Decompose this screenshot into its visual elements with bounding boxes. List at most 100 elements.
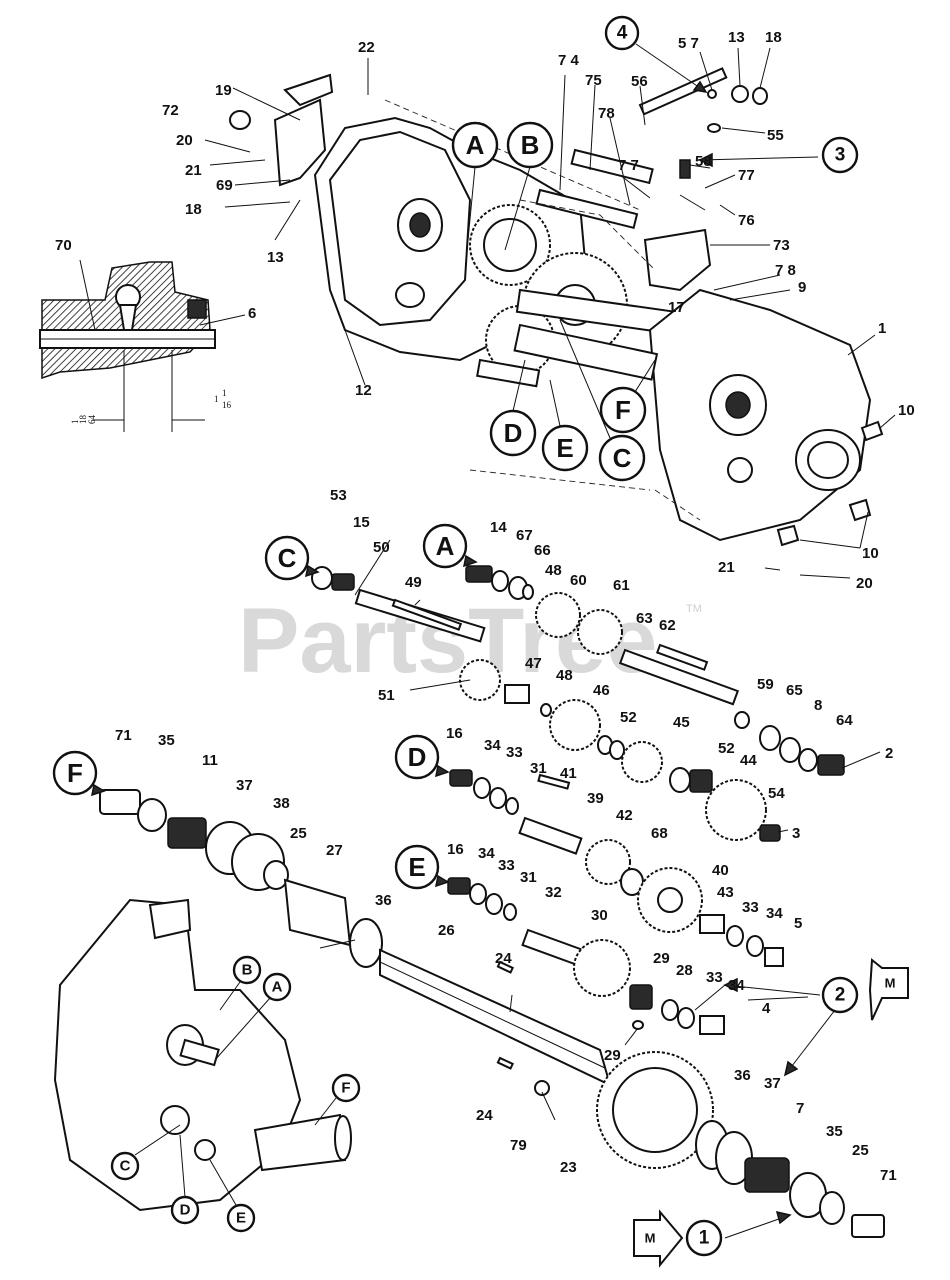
callout-B-top[interactable]: B <box>504 121 554 251</box>
part-label-p72[interactable]: 72 <box>162 102 179 119</box>
part-label-p28[interactable]: 28 <box>676 962 693 979</box>
part-label-p75[interactable]: 75 <box>585 72 602 89</box>
part-label-p35b[interactable]: 35 <box>826 1123 843 1140</box>
callout-4[interactable]: 4 <box>604 15 640 51</box>
part-label-p76[interactable]: 76 <box>738 212 755 229</box>
part-label-p33b[interactable]: 33 <box>742 899 759 916</box>
callout-E-row[interactable]: E <box>394 844 450 890</box>
part-label-p26[interactable]: 26 <box>438 922 455 939</box>
part-label-p56[interactable]: 56 <box>631 73 648 90</box>
part-label-p39[interactable]: 39 <box>587 790 604 807</box>
part-label-p65[interactable]: 65 <box>786 682 803 699</box>
part-label-p59[interactable]: 59 <box>757 676 774 693</box>
part-label-p52b[interactable]: 52 <box>718 740 735 757</box>
part-label-p64[interactable]: 64 <box>836 712 853 729</box>
callout-1[interactable]: 1 <box>685 1219 723 1257</box>
part-label-p7[interactable]: 7 <box>796 1100 804 1117</box>
part-label-p15[interactable]: 15 <box>353 514 370 531</box>
part-label-p25b[interactable]: 25 <box>852 1142 869 1159</box>
part-label-p55[interactable]: 55 <box>767 127 784 144</box>
part-label-p24b[interactable]: 24 <box>476 1107 493 1124</box>
part-label-p34b[interactable]: 34 <box>766 905 783 922</box>
part-label-p45[interactable]: 45 <box>673 714 690 731</box>
part-label-p68[interactable]: 68 <box>651 825 668 842</box>
part-label-p22[interactable]: 22 <box>358 39 375 56</box>
part-label-p67[interactable]: 67 <box>516 527 533 544</box>
part-label-p1a[interactable]: 1 <box>878 320 886 337</box>
part-label-p47[interactable]: 47 <box>525 655 542 672</box>
part-label-p21b[interactable]: 21 <box>718 559 735 576</box>
part-label-p62[interactable]: 62 <box>659 617 676 634</box>
part-label-p53[interactable]: 53 <box>330 487 347 504</box>
part-label-p18a[interactable]: 18 <box>185 201 202 218</box>
part-label-p46[interactable]: 46 <box>593 682 610 699</box>
part-label-p77b[interactable]: 77 <box>738 167 755 184</box>
part-label-p21a[interactable]: 21 <box>185 162 202 179</box>
part-label-p34d[interactable]: 34 <box>728 977 745 994</box>
part-label-p73[interactable]: 73 <box>773 237 790 254</box>
part-label-p16b[interactable]: 16 <box>447 841 464 858</box>
part-label-p66[interactable]: 66 <box>534 542 551 559</box>
part-label-p29a[interactable]: 29 <box>653 950 670 967</box>
part-label-p71a[interactable]: 71 <box>115 727 132 744</box>
part-label-p52a[interactable]: 52 <box>620 709 637 726</box>
part-label-p79[interactable]: 79 <box>510 1137 527 1154</box>
part-label-p38[interactable]: 38 <box>273 795 290 812</box>
callout-m-top[interactable]: M <box>868 958 909 1021</box>
part-label-p61[interactable]: 61 <box>613 577 630 594</box>
part-label-p12[interactable]: 12 <box>355 382 372 399</box>
callout-3[interactable]: 3 <box>821 136 859 174</box>
part-label-p16a[interactable]: 16 <box>446 725 463 742</box>
part-label-p42[interactable]: 42 <box>616 807 633 824</box>
callout-C-top[interactable]: C <box>559 319 646 482</box>
part-label-p71b[interactable]: 71 <box>880 1167 897 1184</box>
callout-F-top[interactable]: F <box>599 359 656 434</box>
part-label-p33d[interactable]: 33 <box>706 969 723 986</box>
part-label-p37b[interactable]: 37 <box>764 1075 781 1092</box>
callout-F-row[interactable]: F <box>52 750 106 797</box>
part-label-p8[interactable]: 8 <box>814 697 822 714</box>
part-label-p77a[interactable]: 7 7 <box>618 157 639 174</box>
part-label-p74[interactable]: 7 4 <box>558 52 580 69</box>
part-label-p14[interactable]: 14 <box>490 519 507 536</box>
part-label-p37a[interactable]: 37 <box>236 777 253 794</box>
part-label-p11[interactable]: 11 <box>202 752 218 769</box>
part-label-p13b[interactable]: 13 <box>728 29 745 46</box>
part-label-p41[interactable]: 41 <box>560 765 577 782</box>
part-label-p43[interactable]: 43 <box>717 884 734 901</box>
callout-E-top[interactable]: E <box>541 379 589 472</box>
part-label-p10a[interactable]: 10 <box>898 402 915 419</box>
part-label-p25a[interactable]: 25 <box>290 825 307 842</box>
part-label-p33a[interactable]: 33 <box>506 744 523 761</box>
part-label-p29b[interactable]: 29 <box>604 1047 621 1064</box>
part-label-p51[interactable]: 51 <box>378 687 395 704</box>
part-label-p34a[interactable]: 34 <box>484 737 501 754</box>
callout-D-small[interactable]: D <box>170 1134 200 1225</box>
callout-F-small[interactable]: F <box>314 1073 361 1126</box>
part-label-p30[interactable]: 30 <box>591 907 608 924</box>
callout-A-small[interactable]: A <box>214 972 292 1061</box>
part-label-p19[interactable]: 19 <box>215 82 232 99</box>
callout-C-row[interactable]: C <box>264 535 320 581</box>
part-label-p31b[interactable]: 31 <box>520 869 537 886</box>
part-label-p48b[interactable]: 48 <box>556 667 573 684</box>
callout-A-top[interactable]: A <box>451 121 499 241</box>
part-label-p4[interactable]: 4 <box>762 1000 771 1017</box>
part-label-p9[interactable]: 9 <box>798 279 806 296</box>
part-label-p70[interactable]: 70 <box>55 237 72 254</box>
part-label-p17[interactable]: 17 <box>668 299 685 316</box>
part-label-p3[interactable]: 3 <box>792 825 800 842</box>
part-label-p54[interactable]: 54 <box>768 785 785 802</box>
part-label-p23[interactable]: 23 <box>560 1159 577 1176</box>
callout-2[interactable]: 2 <box>821 976 859 1014</box>
part-label-p48a[interactable]: 48 <box>545 562 562 579</box>
part-label-p78b[interactable]: 7 8 <box>775 262 796 279</box>
part-label-p57[interactable]: 5 7 <box>678 35 699 52</box>
part-label-p44[interactable]: 44 <box>740 752 757 769</box>
part-label-p69[interactable]: 69 <box>216 177 233 194</box>
part-label-p36b[interactable]: 36 <box>734 1067 751 1084</box>
callout-E-small[interactable]: E <box>209 1159 256 1233</box>
callout-D-top[interactable]: D <box>489 359 537 457</box>
callout-D-row[interactable]: D <box>394 734 450 780</box>
part-label-p35a[interactable]: 35 <box>158 732 175 749</box>
